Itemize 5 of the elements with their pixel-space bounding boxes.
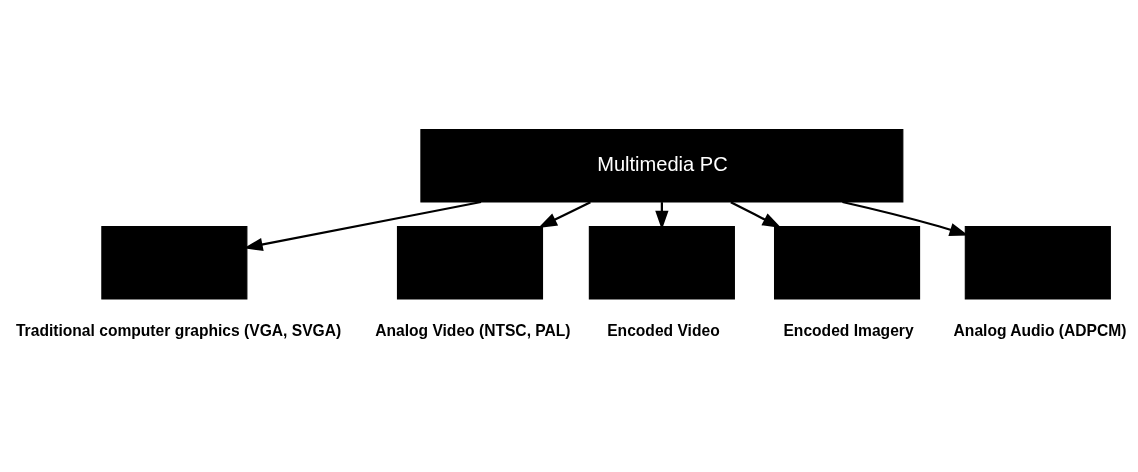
node-label: Encoded Video: [607, 322, 720, 340]
node-label: Traditional computer graphics (VGA, SVGA): [15, 322, 342, 340]
node-label: Analog Video (NTSC, PAL): [375, 322, 571, 340]
node-label: Encoded Imagery: [783, 322, 914, 340]
node-label: Analog Audio (ADPCM): [953, 322, 1127, 340]
